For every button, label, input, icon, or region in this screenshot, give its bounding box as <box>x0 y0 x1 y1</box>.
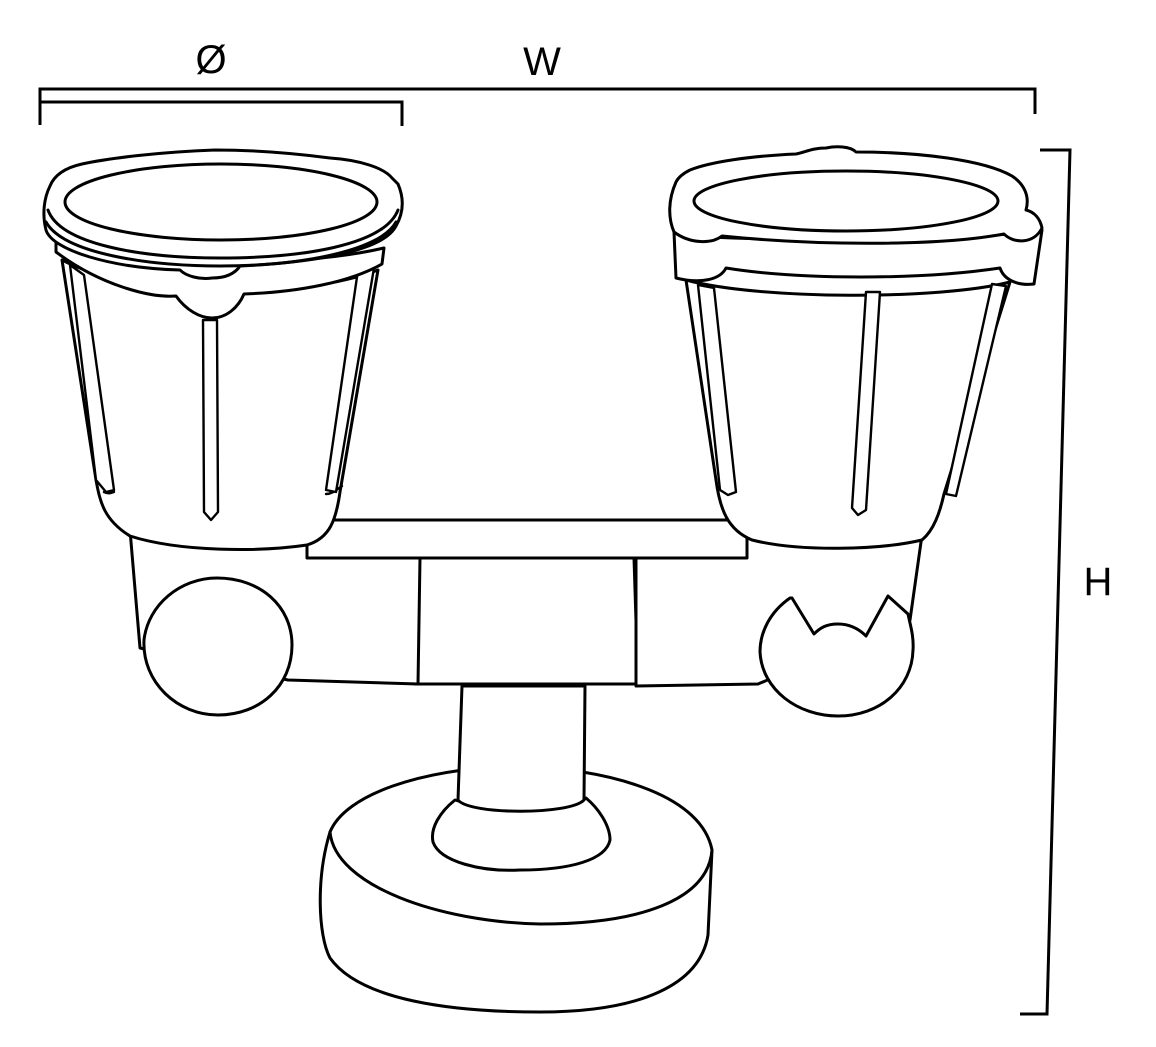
right-clamp-knob <box>758 594 915 718</box>
diameter-label: Ø <box>195 38 227 82</box>
left-cup <box>42 148 404 551</box>
dimension-diameter-line <box>40 100 404 126</box>
dimension-height-line <box>1020 148 1072 1016</box>
dimension-width-line <box>38 87 1037 125</box>
stem <box>456 684 587 813</box>
left-adjustment-knob <box>142 576 294 717</box>
right-cup <box>668 145 1044 550</box>
round-base <box>318 764 714 1014</box>
height-label: H <box>1083 560 1113 604</box>
width-label: W <box>523 40 561 84</box>
